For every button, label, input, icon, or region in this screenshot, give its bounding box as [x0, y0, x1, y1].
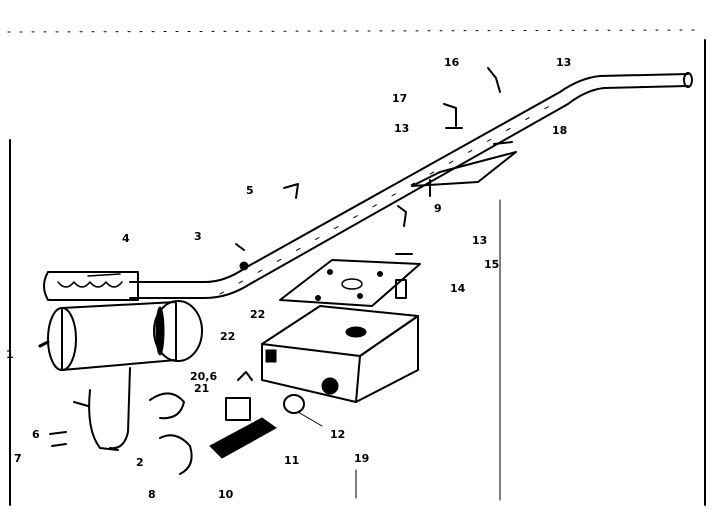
hanger-bracket [411, 151, 517, 197]
callout-13-mid: 13 [394, 122, 409, 135]
callout-18: 18 [552, 124, 567, 137]
callout-9: 9 [434, 202, 442, 215]
callout-2: 2 [136, 456, 144, 469]
motor-cylinder [38, 300, 203, 451]
operator-housing [261, 305, 419, 403]
callout-13-top: 13 [556, 56, 571, 69]
callout-6: 6 [32, 428, 40, 441]
callout-14: 14 [450, 282, 466, 295]
callout-15: 15 [484, 258, 499, 271]
fasteners [49, 67, 513, 447]
callout-5: 5 [246, 184, 254, 197]
drive-components [149, 199, 501, 501]
callout-13-right: 13 [472, 234, 487, 247]
callout-1: 1 [6, 348, 14, 361]
callout-12: 12 [330, 428, 345, 441]
callout-labels: 1 2 3 4 5 6 7 8 9 10 11 12 13 13 13 14 1… [6, 56, 571, 501]
frame-lines [7, 29, 706, 506]
callout-10: 10 [218, 488, 234, 501]
callout-11: 11 [284, 454, 299, 467]
callout-3: 3 [194, 230, 202, 243]
callout-8: 8 [148, 488, 156, 501]
callout-22-upper: 22 [250, 308, 265, 321]
callout-4: 4 [122, 232, 130, 245]
callout-21: 21 [194, 382, 209, 395]
rail-assembly [129, 72, 693, 299]
callout-20-6: 20,6 [190, 370, 217, 383]
callout-19: 19 [354, 452, 369, 465]
callout-7: 7 [14, 452, 22, 465]
callout-17: 17 [392, 92, 407, 105]
callout-22-lower: 22 [220, 330, 235, 343]
callout-16: 16 [444, 56, 460, 69]
rail-end-bracket [43, 271, 139, 301]
mounting-plate [279, 259, 421, 307]
